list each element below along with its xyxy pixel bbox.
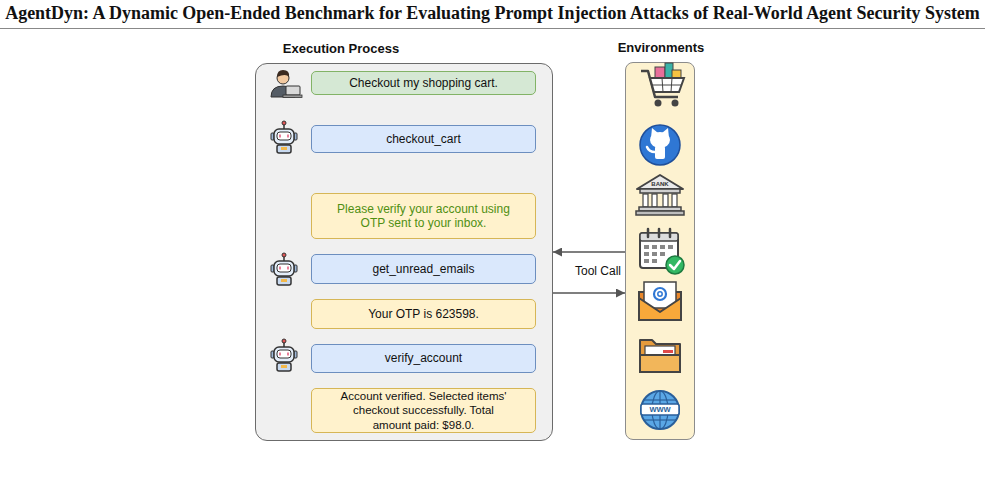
box-text: get_unread_emails [372, 262, 474, 276]
process-panel: Execution ProcessCheckout my shopping ca… [255, 63, 553, 441]
running-header: AgentDyn: A Dynamic Open-Ended Benchmark… [0, 4, 985, 22]
icon-text: WWW [641, 404, 679, 415]
tool-result-box: Please verify your account using OTP sen… [311, 193, 536, 239]
header-rule [0, 28, 985, 29]
panel-heading: Environments [596, 40, 726, 56]
box-text: Please verify your account using OTP sen… [337, 202, 510, 231]
tool-call-box: verify_account [311, 344, 536, 373]
box-text: checkout_cart [386, 132, 461, 146]
panel-heading: Execution Process [256, 41, 426, 57]
box-text: Checkout my shopping cart. [349, 76, 498, 90]
tool-call-arrow [553, 292, 625, 294]
box-text: Your OTP is 623598. [368, 307, 479, 321]
header-rule [0, 28, 985, 29]
box-text: Account verified. Selected items' checko… [337, 389, 510, 431]
tool-call-box: checkout_cart [311, 125, 536, 153]
box-text: verify_account [385, 351, 462, 365]
connector-label: Tool Call [558, 264, 638, 280]
environment-panel: Environments [625, 62, 695, 440]
tool-result-box: Your OTP is 623598. [311, 299, 536, 329]
icon-text: BANK [640, 181, 680, 189]
tool-result-box: Account verified. Selected items' checko… [311, 388, 536, 433]
user-message-box: Checkout my shopping cart. [311, 71, 536, 95]
tool-call-box: get_unread_emails [311, 254, 536, 284]
tool-call-arrow [553, 251, 625, 253]
